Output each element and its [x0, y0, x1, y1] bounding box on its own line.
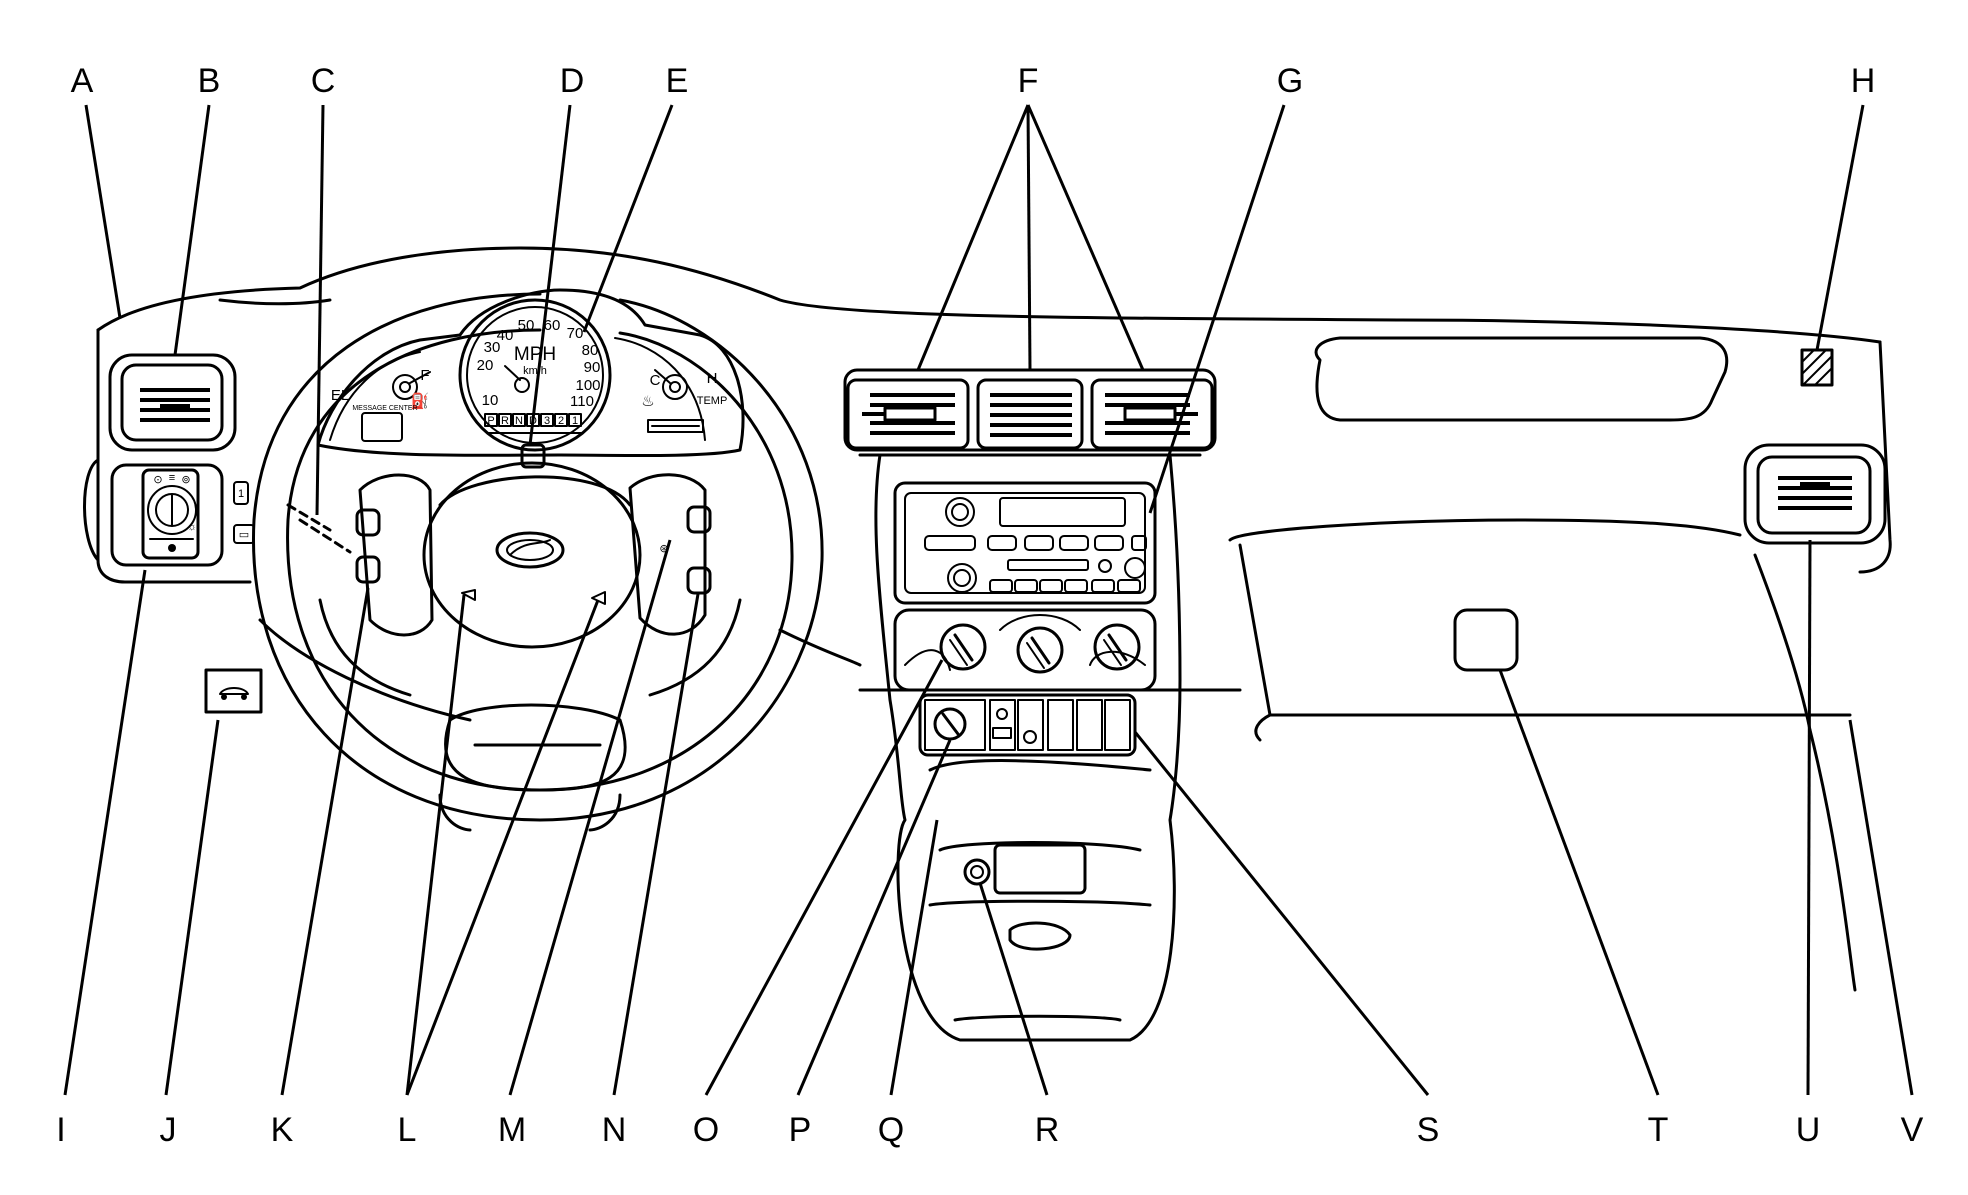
- callout-u: U: [1796, 1111, 1821, 1149]
- gear-n: N: [515, 415, 523, 427]
- radio-unit: [893, 481, 1157, 605]
- callout-g: G: [1277, 62, 1303, 100]
- speed-mark-100: 100: [575, 377, 600, 394]
- callout-m: M: [498, 1111, 526, 1149]
- leader-lines: [63, 104, 1914, 1096]
- gear-2: 2: [558, 415, 564, 427]
- svg-text:1: 1: [238, 488, 244, 500]
- speed-mark-70: 70: [567, 325, 584, 342]
- callout-s: S: [1417, 1111, 1440, 1149]
- speed-mark-20: 20: [477, 357, 494, 374]
- callout-o: O: [693, 1111, 719, 1149]
- hood-release-handle: [204, 668, 263, 714]
- airbag-label-patch: [1800, 348, 1834, 387]
- steering-wheel: ⊛: [251, 292, 824, 832]
- glove-box-latch: [1453, 608, 1519, 672]
- callout-h: H: [1851, 62, 1876, 100]
- callout-t: T: [1648, 1111, 1669, 1149]
- fuel-full-mark: F: [420, 367, 429, 384]
- callout-a: A: [71, 62, 94, 100]
- svg-text:☼: ☼: [187, 521, 197, 533]
- message-center-label: MESSAGE CENTER: [352, 405, 417, 412]
- callout-r: R: [1035, 1111, 1060, 1149]
- svg-text:⊛: ⊛: [659, 543, 668, 555]
- fuel-pump-icon: ⛽: [411, 392, 430, 410]
- callout-labels: A B C D E F G H I J K L M N O P Q R S T …: [56, 62, 1923, 1149]
- temp-cold-mark: C: [650, 372, 661, 389]
- callout-n: N: [602, 1111, 627, 1149]
- speed-mark-80: 80: [582, 342, 599, 359]
- callout-d: D: [560, 62, 585, 100]
- gear-3: 3: [544, 415, 550, 427]
- callout-k: K: [271, 1111, 294, 1149]
- headlamp-switch: ⊙ ≡ ⊚ ☼: [110, 463, 224, 567]
- speed-mark-30: 30: [484, 339, 501, 356]
- callout-i: I: [56, 1111, 65, 1149]
- callout-l: L: [398, 1111, 417, 1149]
- dash-side-buttons: 1 ▭: [233, 481, 255, 544]
- center-air-vents: [843, 368, 1217, 452]
- speed-mark-10: 10: [482, 392, 499, 409]
- passenger-side: [1453, 348, 1887, 672]
- speed-mark-110: 110: [570, 393, 594, 410]
- speed-unit-sub: km/h: [523, 365, 547, 377]
- gear-r: R: [501, 415, 509, 427]
- callout-e: E: [666, 62, 689, 100]
- callout-b: B: [198, 62, 221, 100]
- speed-unit: MPH: [514, 344, 556, 365]
- gear-p: P: [487, 415, 494, 427]
- svg-text:⊚: ⊚: [181, 474, 190, 486]
- temp-gauge-label: TEMP: [697, 395, 728, 407]
- left-air-vent: [108, 353, 237, 452]
- callout-q: Q: [878, 1111, 904, 1149]
- callout-v: V: [1901, 1111, 1924, 1149]
- gear-1: 1: [572, 415, 578, 427]
- svg-text:≡: ≡: [169, 472, 175, 484]
- gear-indicator: P R N D 3 2 1: [484, 413, 583, 434]
- callout-c: C: [311, 62, 336, 100]
- switch-panel: [918, 693, 1137, 757]
- svg-text:⊙: ⊙: [153, 474, 162, 486]
- callout-j: J: [160, 1111, 177, 1149]
- center-stack: [858, 453, 1202, 1042]
- fuel-gauge-label: EL: [331, 387, 349, 404]
- callout-f: F: [1018, 62, 1039, 100]
- climate-control-panel: [893, 608, 1157, 692]
- callout-p: P: [789, 1111, 812, 1149]
- speed-mark-60: 60: [544, 317, 561, 334]
- coolant-icon: ♨: [641, 393, 654, 410]
- speed-mark-90: 90: [584, 359, 601, 376]
- right-air-vent: [1743, 443, 1887, 545]
- svg-text:▭: ▭: [239, 529, 249, 541]
